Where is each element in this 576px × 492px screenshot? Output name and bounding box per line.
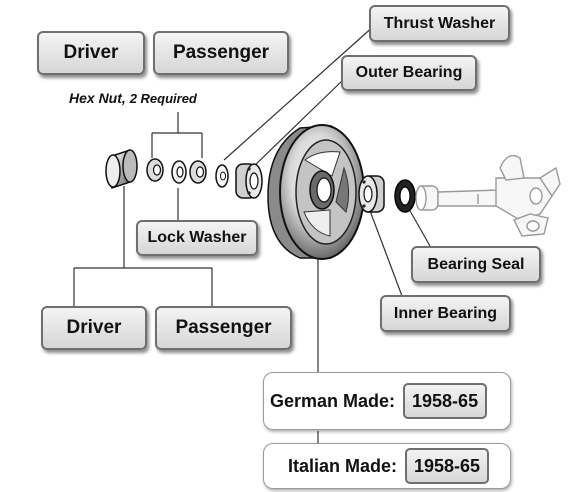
brake-drum-part: [267, 124, 365, 260]
german-made-box: German Made: 1958-65: [263, 372, 511, 430]
outer-bearing-part: [235, 163, 263, 199]
lock-washer-label[interactable]: Lock Washer: [136, 220, 258, 256]
driver-label-top[interactable]: Driver: [37, 31, 145, 75]
hex-nut-note: Hex Nut, 2 Required: [66, 90, 200, 106]
lock-washer-part: [171, 160, 187, 184]
hex-nut-part-2: [189, 160, 207, 184]
hex-nut-count: 2 Required: [129, 91, 197, 106]
bearing-seal-label[interactable]: Bearing Seal: [411, 246, 541, 283]
spindle-part: [415, 154, 561, 237]
passenger-label-bottom[interactable]: Passenger: [155, 306, 292, 350]
italian-made-box: Italian Made: 1958-65: [263, 443, 511, 489]
leader-lines: [73, 24, 431, 443]
thrust-washer-part: [215, 164, 229, 188]
german-made-label: German Made:: [270, 390, 396, 411]
thrust-washer-label[interactable]: Thrust Washer: [369, 5, 510, 42]
italian-made-label: Italian Made:: [288, 455, 398, 476]
hex-nut-label: Hex Nut,: [69, 90, 126, 106]
outer-bearing-label[interactable]: Outer Bearing: [341, 55, 477, 91]
german-made-years[interactable]: 1958-65: [403, 383, 488, 419]
passenger-label-top[interactable]: Passenger: [153, 31, 289, 75]
driver-label-bottom[interactable]: Driver: [41, 306, 147, 350]
italian-made-years[interactable]: 1958-65: [405, 448, 490, 484]
bearing-seal-part: [394, 179, 416, 213]
hex-nut-part: [146, 158, 164, 182]
dust-cap-part: [105, 149, 138, 190]
inner-bearing-part: [358, 175, 385, 213]
inner-bearing-label[interactable]: Inner Bearing: [380, 295, 511, 332]
